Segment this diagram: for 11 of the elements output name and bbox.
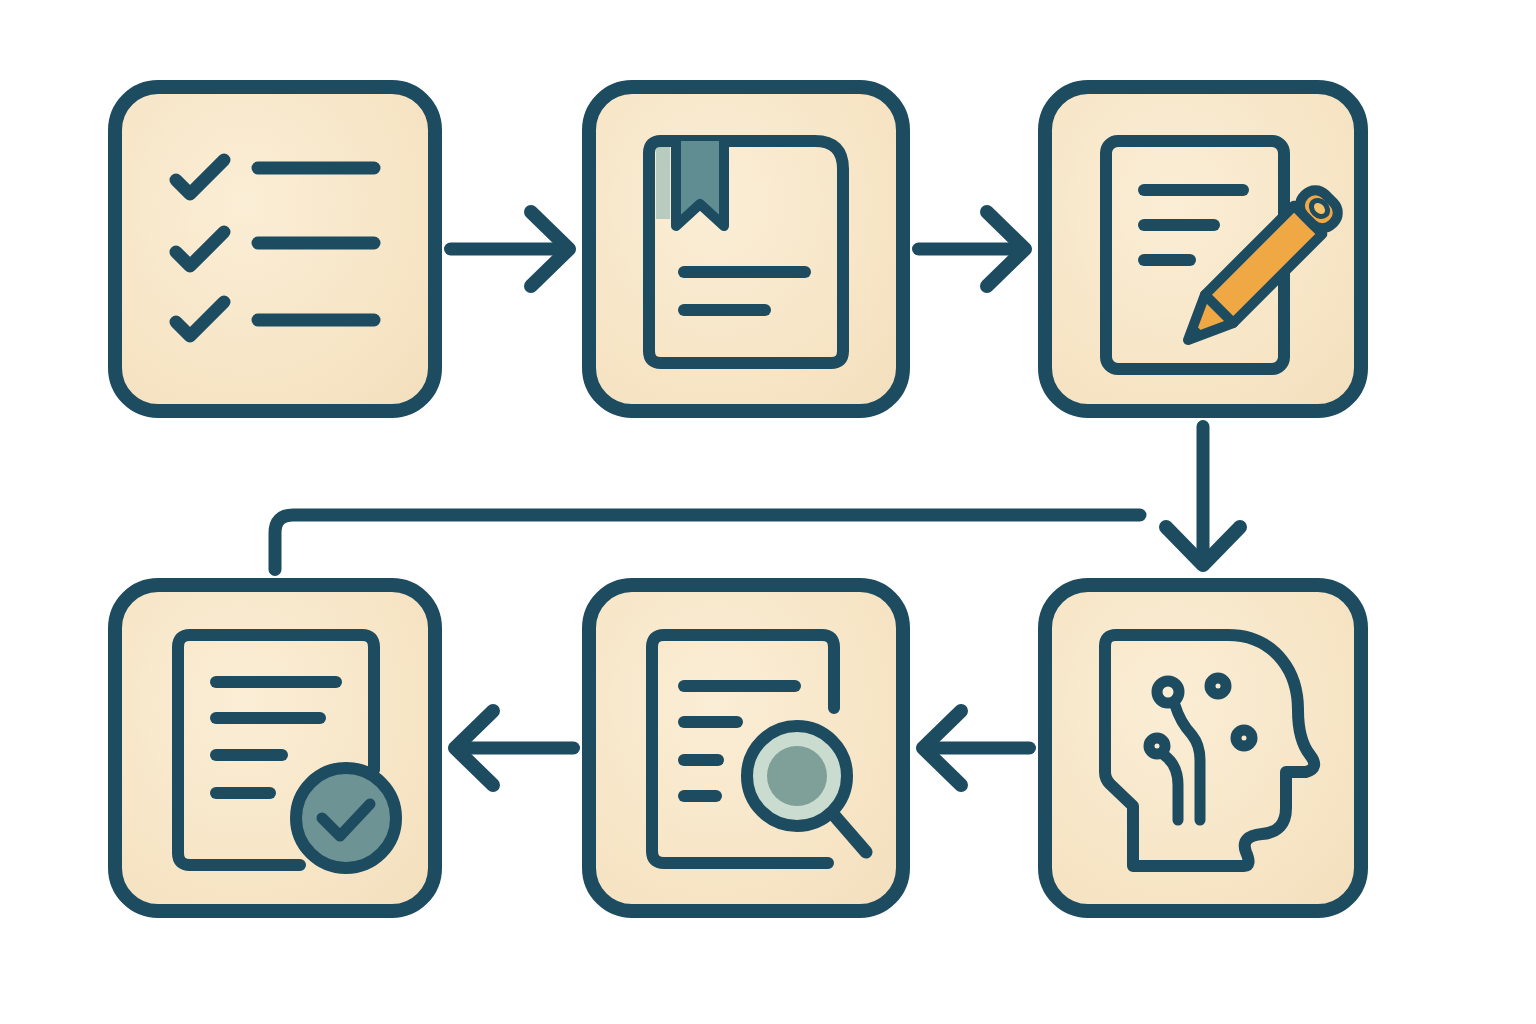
arrow <box>444 205 576 293</box>
process-box <box>1038 578 1368 918</box>
arrow <box>912 205 1032 293</box>
arrow <box>916 704 1036 792</box>
arrow <box>448 704 580 792</box>
process-box <box>108 80 442 418</box>
process-box <box>582 80 910 418</box>
process-box <box>1038 80 1368 418</box>
arrow <box>1159 420 1247 572</box>
process-box <box>582 578 910 918</box>
process-box <box>108 578 442 918</box>
